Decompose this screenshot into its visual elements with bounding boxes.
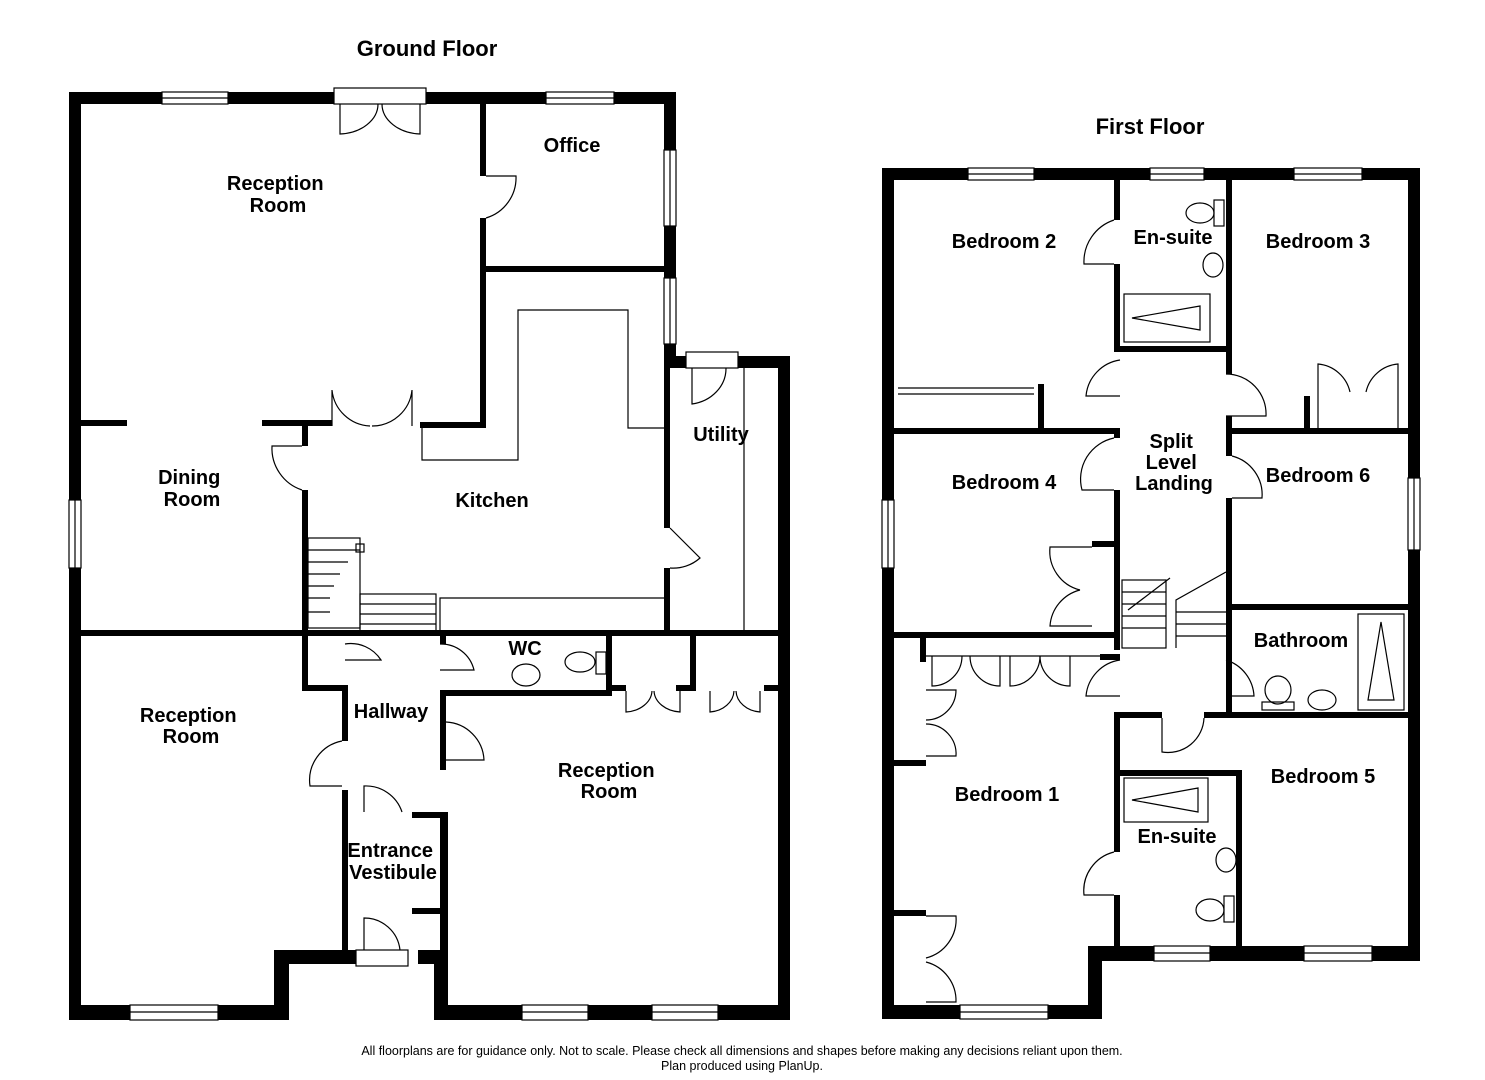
ground-floor-fixtures <box>307 309 745 687</box>
first-floor-doors <box>898 219 1399 1003</box>
ground-floor: Ground Floor <box>68 36 790 1021</box>
first-floor-outer-walls <box>882 168 1420 1019</box>
room-label-reception-right: Reception Room <box>558 760 660 803</box>
room-label-utility: Utility <box>693 424 749 446</box>
room-label-entrance-vestibule: Entrance Vestibule <box>347 840 438 884</box>
room-label-bedroom-3: Bedroom 3 <box>1266 231 1370 253</box>
room-label-bedroom-4: Bedroom 4 <box>952 472 1057 494</box>
footer-line-2: Plan produced using PlanUp. <box>661 1059 823 1073</box>
room-label-bedroom-1: Bedroom 1 <box>955 784 1059 806</box>
room-label-reception-top: Reception Room <box>227 173 329 217</box>
room-label-en-suite-bottom: En-suite <box>1138 826 1217 848</box>
first-floor-fixtures <box>1121 199 1405 923</box>
room-label-dining: Dining Room <box>158 467 226 511</box>
first-floor-interior-walls <box>894 180 1408 961</box>
room-label-bathroom: Bathroom <box>1254 630 1348 652</box>
room-label-en-suite-top: En-suite <box>1134 227 1213 249</box>
first-floor-title: First Floor <box>1096 114 1205 139</box>
first-floor-room-labels: Bedroom 2 En-suite Bedroom 3 Split Level… <box>952 227 1375 848</box>
room-label-bedroom-2: Bedroom 2 <box>952 231 1056 253</box>
room-label-bedroom-5: Bedroom 5 <box>1271 766 1375 788</box>
ground-floor-interior-walls <box>81 104 778 955</box>
room-label-split-level-landing: Split Level Landing <box>1135 431 1213 495</box>
footer-line-1: All floorplans are for guidance only. No… <box>361 1044 1122 1058</box>
first-floor: First Floor <box>881 114 1421 1020</box>
room-label-office: Office <box>544 135 601 157</box>
ground-floor-windows <box>68 91 719 1021</box>
footer-disclaimer: All floorplans are for guidance only. No… <box>361 1044 1122 1073</box>
room-label-bedroom-6: Bedroom 6 <box>1266 465 1370 487</box>
room-label-reception-left: Reception Room <box>140 705 242 748</box>
room-label-kitchen: Kitchen <box>455 490 528 512</box>
first-floor-windows <box>881 167 1421 1020</box>
ground-floor-room-labels: Reception Room Office Dining Room Kitche… <box>140 135 750 884</box>
room-label-wc: WC <box>508 638 541 660</box>
ground-floor-doors <box>271 87 761 967</box>
room-label-hallway: Hallway <box>354 701 429 723</box>
ground-floor-title: Ground Floor <box>357 36 498 61</box>
